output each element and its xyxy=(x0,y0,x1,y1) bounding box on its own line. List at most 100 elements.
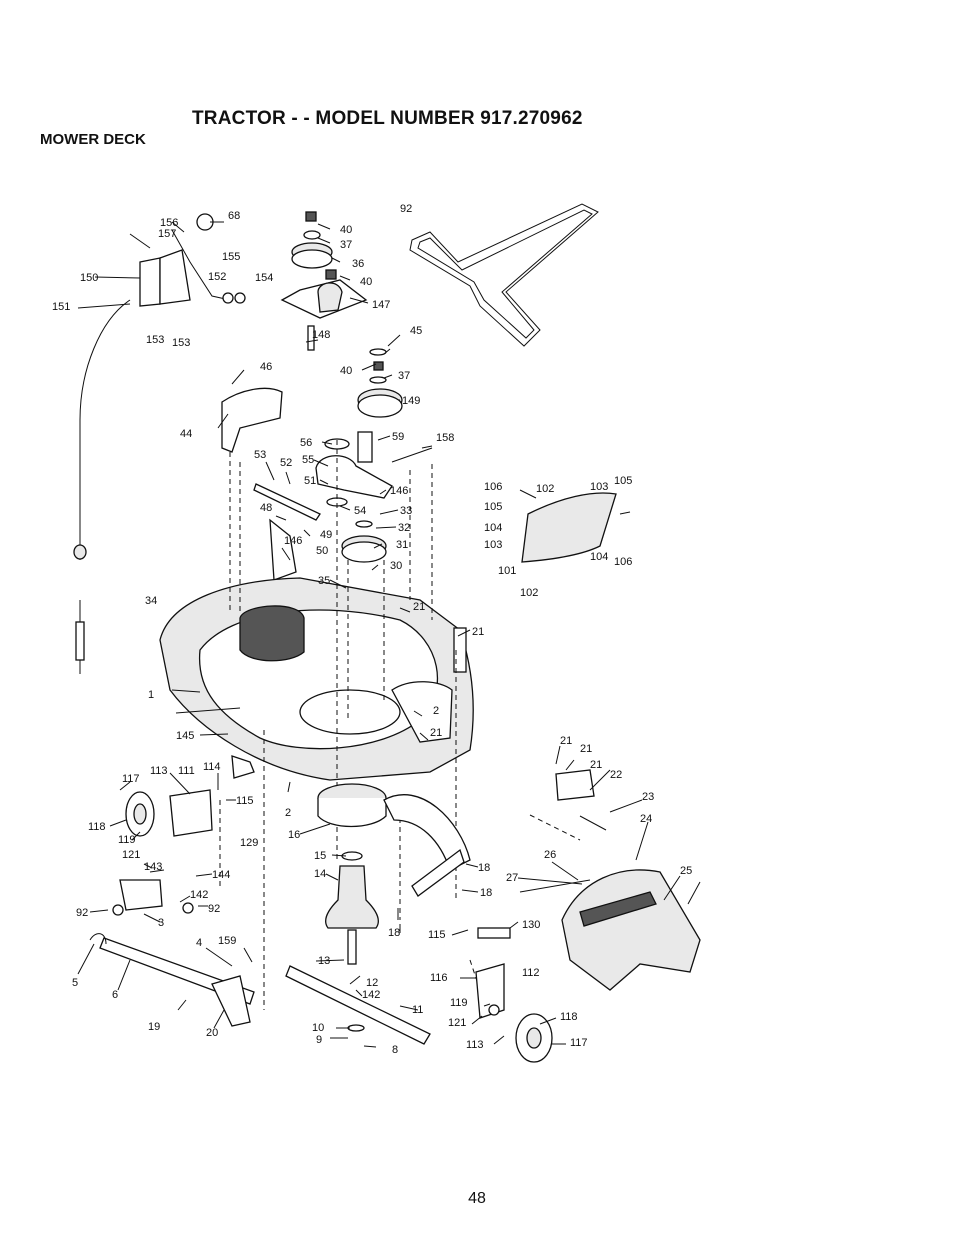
callout-92: 92 xyxy=(76,907,88,919)
callout-13: 13 xyxy=(318,955,330,967)
callout-27: 25 xyxy=(680,865,692,877)
callout-32: 32 xyxy=(398,522,410,534)
callout-16: 16 xyxy=(288,829,300,841)
callout-51: 51 xyxy=(304,475,316,487)
lift-cable-assembly-drawing xyxy=(73,213,246,674)
callout-10: 10 xyxy=(312,1022,324,1034)
callout-9: 9 xyxy=(316,1034,322,1046)
callout-148: 158 xyxy=(436,432,454,444)
callout-35: 35 xyxy=(318,575,330,587)
callout-3: 3 xyxy=(158,917,164,929)
callout-49: 49 xyxy=(320,529,332,541)
callout-29: 27 xyxy=(506,872,518,884)
callout-114: 114 xyxy=(203,761,221,773)
callout-155: 154 xyxy=(255,272,273,284)
callout-130: 143 xyxy=(144,861,162,873)
callout-121: 130 xyxy=(522,919,540,931)
callout-4: 4 xyxy=(196,937,202,949)
callout-103: 103 xyxy=(590,481,608,493)
callout-149: 159 xyxy=(218,935,236,947)
callout-22: 21 xyxy=(580,743,592,755)
callout-59: 59 xyxy=(392,431,404,443)
callout-52: 52 xyxy=(280,457,292,469)
callout-111: 111 xyxy=(178,765,195,777)
callout-53: 53 xyxy=(254,449,266,461)
callout-19: 19 xyxy=(148,1021,160,1033)
callout-131: 144 xyxy=(212,869,230,881)
callout-18: 18 xyxy=(480,887,492,899)
callout-2: 2 xyxy=(433,705,439,717)
callout-46: 46 xyxy=(260,361,272,373)
callout-5: 5 xyxy=(72,977,78,989)
callout-114: 115 xyxy=(428,929,446,941)
callout-44: 44 xyxy=(180,428,192,440)
callout-129: 142 xyxy=(190,889,208,901)
callout-50: 50 xyxy=(316,545,328,557)
callout-24: 22 xyxy=(610,769,622,781)
callout-14: 14 xyxy=(314,868,326,880)
callout-118: 121 xyxy=(122,849,140,861)
callout-146: 146 xyxy=(390,485,408,497)
callout-6: 6 xyxy=(112,989,118,1001)
callout-21: 21 xyxy=(472,626,484,638)
callout-8: 8 xyxy=(392,1044,398,1056)
callout-leader-lines xyxy=(77,221,701,1048)
callout-21: 21 xyxy=(413,601,425,613)
callout-2: 2 xyxy=(285,807,291,819)
callout-145: 149 xyxy=(402,395,420,407)
callout-106: 106 xyxy=(484,481,502,493)
callout-104: 104 xyxy=(590,551,608,563)
callout-117: 118 xyxy=(88,821,106,833)
callout-12: 12 xyxy=(366,977,378,989)
callout-154: 153 xyxy=(172,337,190,349)
callout-37: 37 xyxy=(340,239,352,251)
callout-144: 148 xyxy=(312,329,330,341)
callout-40: 40 xyxy=(340,224,352,236)
callout-68: 92 xyxy=(400,203,412,215)
idler-arm-assembly-drawing xyxy=(253,431,433,581)
callout-48: 48 xyxy=(260,502,272,514)
callout-112: 112 xyxy=(522,967,540,979)
part-callout-labels: 157 156 68 155 152 154 150 151 153 153 4… xyxy=(52,203,692,1056)
callout-113: 113 xyxy=(150,765,168,777)
callout-119: 121 xyxy=(448,1017,466,1029)
idler-pulley-stack-drawing xyxy=(280,211,403,418)
callout-113: 113 xyxy=(466,1039,484,1051)
callout-106: 106 xyxy=(614,556,632,568)
callout-54: 54 xyxy=(354,505,366,517)
callout-102: 102 xyxy=(520,587,538,599)
callout-101: 101 xyxy=(498,565,516,577)
callout-142: 146 xyxy=(284,535,302,547)
callout-31: 31 xyxy=(396,539,408,551)
callout-143: 147 xyxy=(372,299,390,311)
callout-128: 142 xyxy=(362,989,380,1001)
callout-40: 40 xyxy=(360,276,372,288)
right-gauge-wheel-drawing xyxy=(475,927,553,1063)
callout-116: 117 xyxy=(122,773,140,785)
callout-157: 156 xyxy=(160,217,178,229)
callout-25: 23 xyxy=(642,791,654,803)
callout-142: 145 xyxy=(176,730,194,742)
mower-deck-housing-drawing xyxy=(159,577,474,781)
callout-119: 119 xyxy=(118,834,136,846)
callout-118: 119 xyxy=(450,997,468,1009)
callout-105: 105 xyxy=(484,501,502,513)
callout-11: 11 xyxy=(412,1004,423,1016)
discharge-chute-drawing xyxy=(519,769,701,991)
callout-30: 30 xyxy=(390,560,402,572)
callout-20: 18 xyxy=(478,862,490,874)
callout-18: 18 xyxy=(388,927,400,939)
callout-156: 155 xyxy=(222,251,240,263)
callout-33: 33 xyxy=(400,505,412,517)
callout-151: 150 xyxy=(80,272,98,284)
front-baffle-drawing xyxy=(519,489,631,563)
callout-104: 104 xyxy=(484,522,502,534)
callout-26: 24 xyxy=(640,813,652,825)
mower-belt-drawing xyxy=(409,203,599,347)
callout-102: 102 xyxy=(536,483,554,495)
page-title: TRACTOR - - MODEL NUMBER 917.270962 xyxy=(192,108,583,129)
section-heading: MOWER DECK xyxy=(40,131,146,148)
callout-153: 153 xyxy=(146,334,164,346)
callout-55: 55 xyxy=(302,454,314,466)
